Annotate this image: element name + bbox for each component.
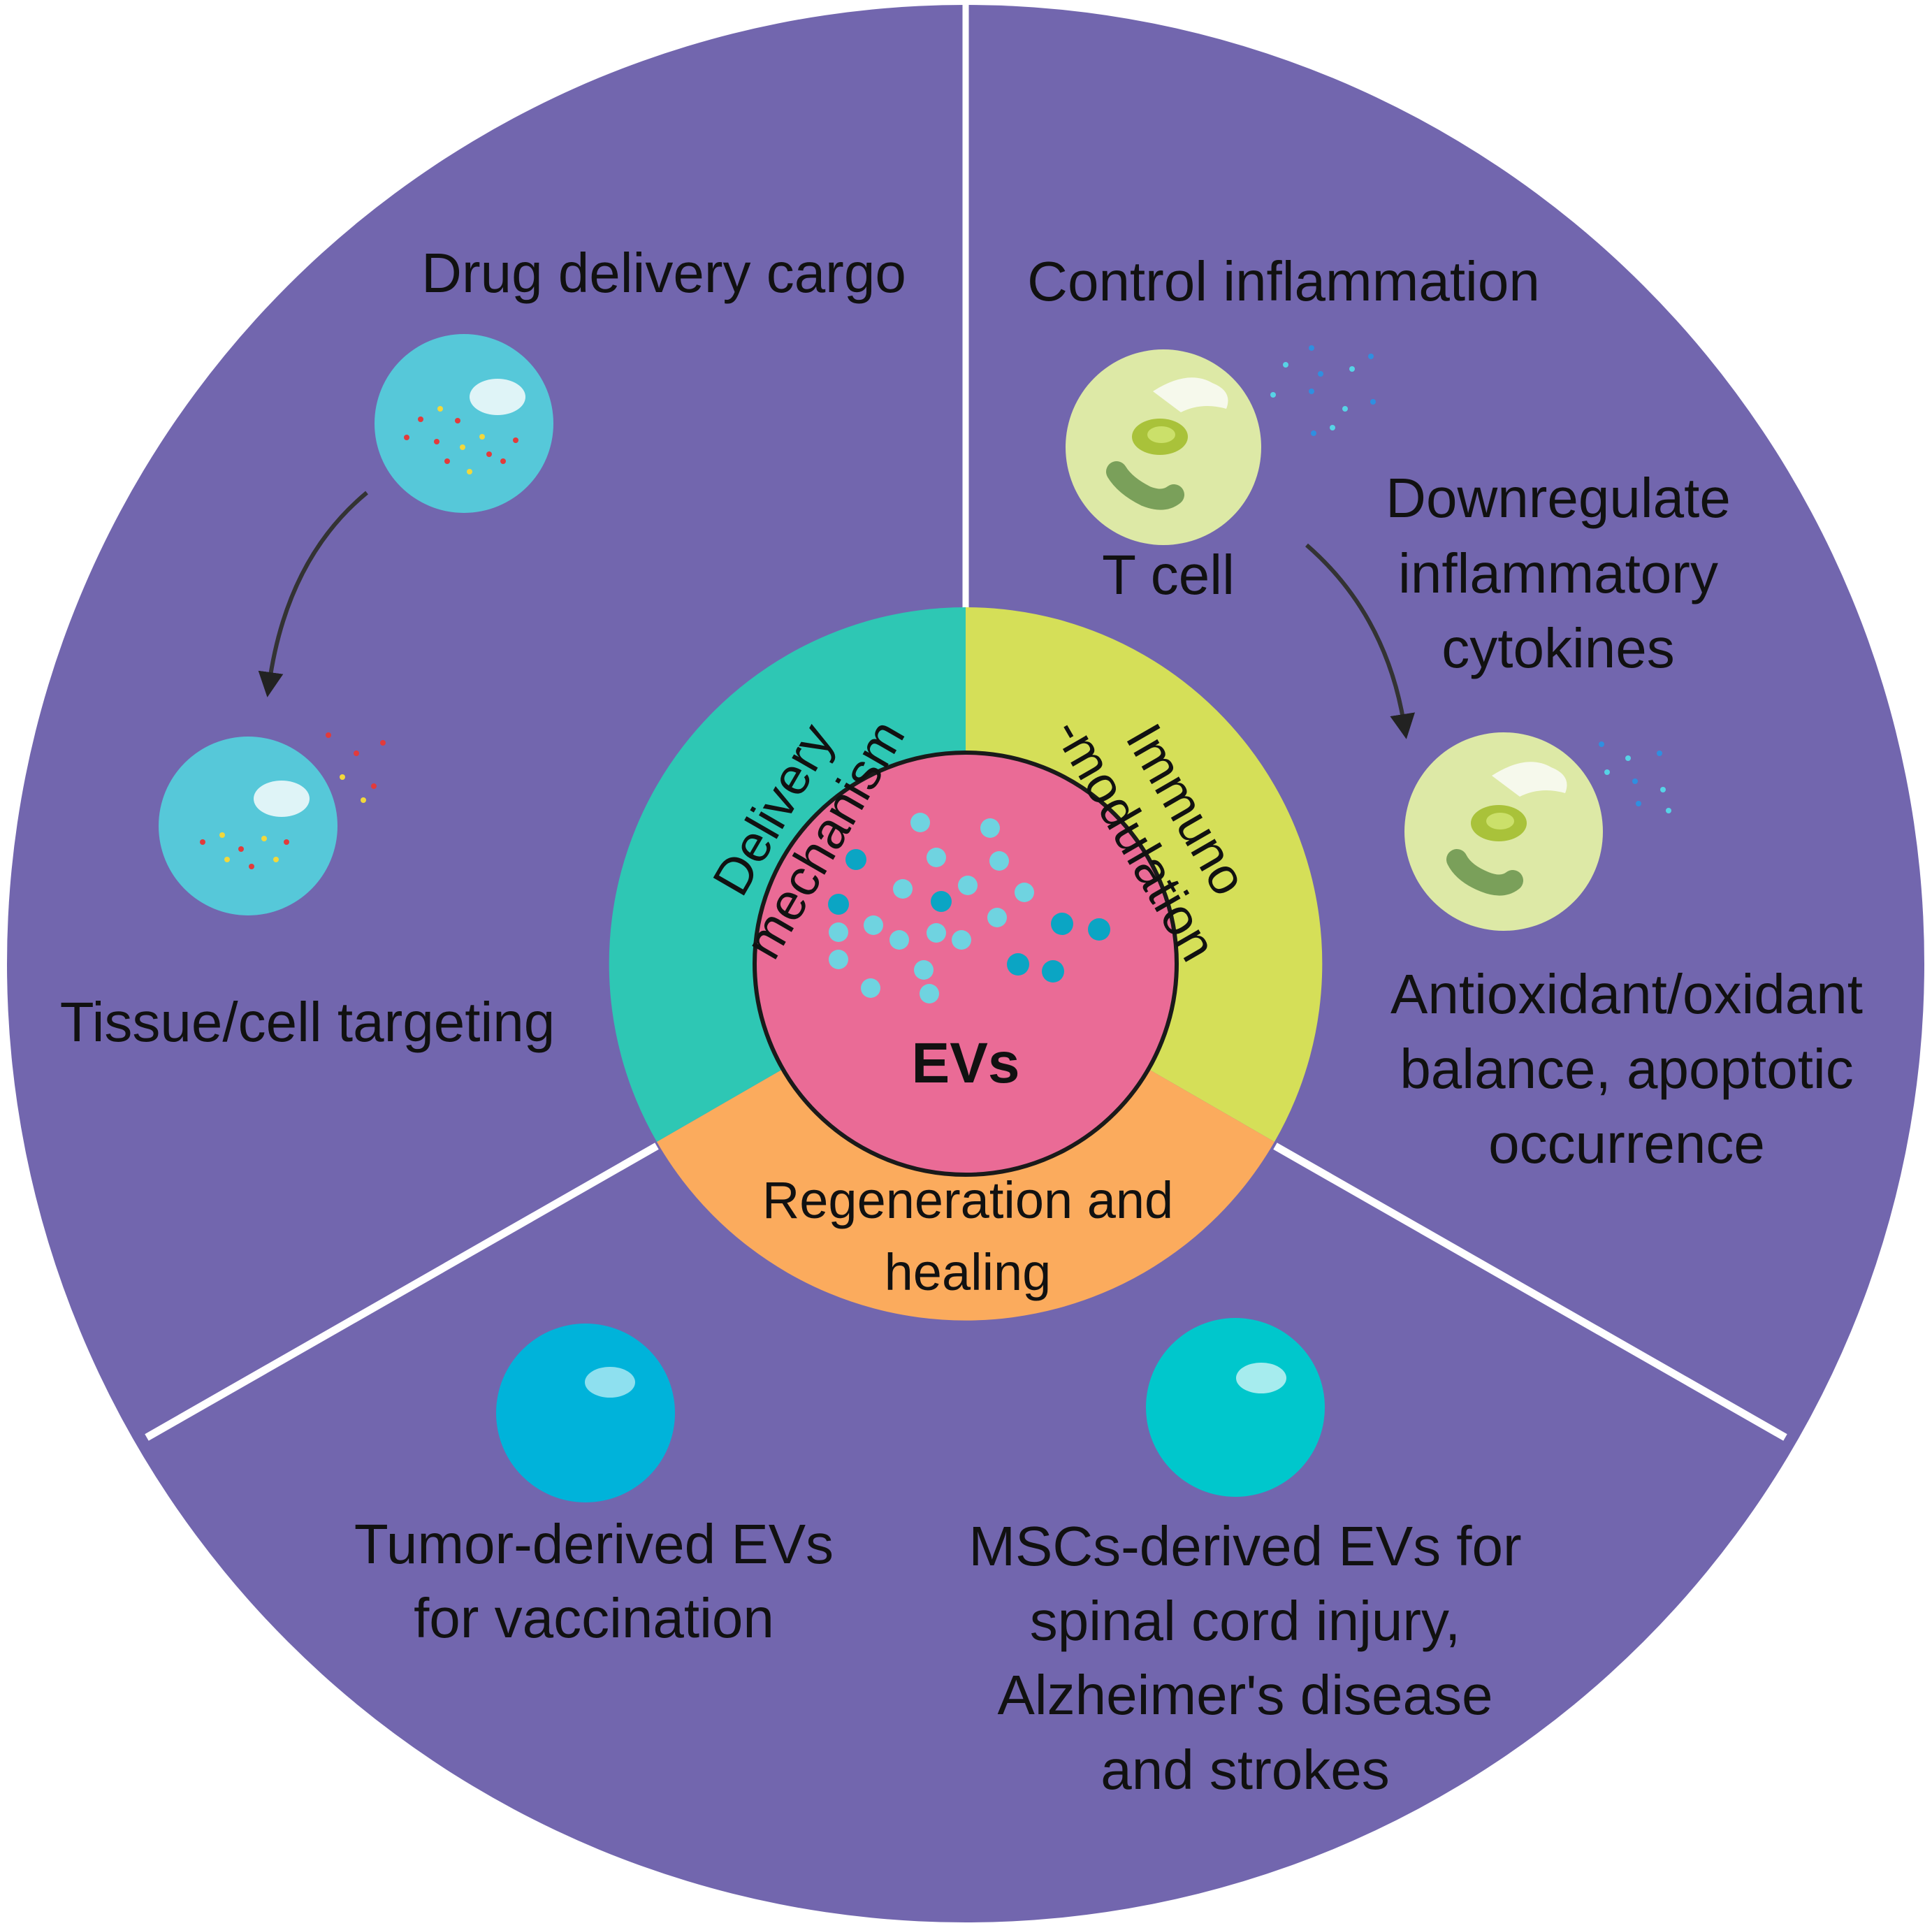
drug-delivery-cargo-label: Drug delivery cargo [421, 242, 906, 304]
tumor-derived-label-1: Tumor-derived EVs [354, 1513, 834, 1575]
t-cell-icon [1066, 349, 1261, 545]
downregulate-label-2: inflammatory [1398, 542, 1718, 604]
msc-ev-icon [1146, 1318, 1325, 1497]
msc-derived-label-2: spinal cord injury, [1030, 1590, 1461, 1652]
control-inflammation-label: Control inflammation [1027, 250, 1540, 312]
ring-regeneration-label-2: healing [885, 1243, 1052, 1301]
divider-left [145, 1143, 659, 1441]
antioxidant-label-1: Antioxidant/oxidant [1390, 963, 1863, 1025]
msc-derived-label-1: MSCs-derived EVs for [968, 1515, 1521, 1577]
ring-regeneration-label-1: Regeneration and [762, 1171, 1173, 1229]
msc-derived-label-4: and strokes [1101, 1739, 1390, 1801]
tumor-ev-icon [496, 1324, 675, 1502]
msc-derived-label-3: Alzheimer's disease [998, 1664, 1493, 1726]
ev-particles [828, 813, 1110, 1003]
cytokine-dots-top [1270, 345, 1376, 436]
delivery-arrow-icon [258, 491, 368, 697]
downregulate-label-1: Downregulate [1386, 467, 1731, 529]
t-cell-label: T cell [1102, 544, 1235, 606]
antioxidant-label-3: occurrence [1488, 1112, 1765, 1175]
divider-right [1273, 1143, 1787, 1441]
downregulate-label-3: cytokines [1441, 617, 1674, 679]
immuno-arrow-icon [1305, 543, 1415, 739]
vesicle-cargo-icon [375, 334, 553, 513]
cytokine-dots-bottom [1599, 741, 1671, 813]
vesicle-release-icon [159, 732, 386, 915]
t-cell-secondary-icon [1404, 732, 1603, 931]
tissue-cell-targeting-label: Tissue/cell targeting [60, 991, 555, 1053]
tumor-derived-label-2: for vaccination [414, 1587, 774, 1649]
center-label: EVs [912, 1031, 1020, 1095]
antioxidant-label-2: balance, apoptotic [1400, 1038, 1853, 1100]
